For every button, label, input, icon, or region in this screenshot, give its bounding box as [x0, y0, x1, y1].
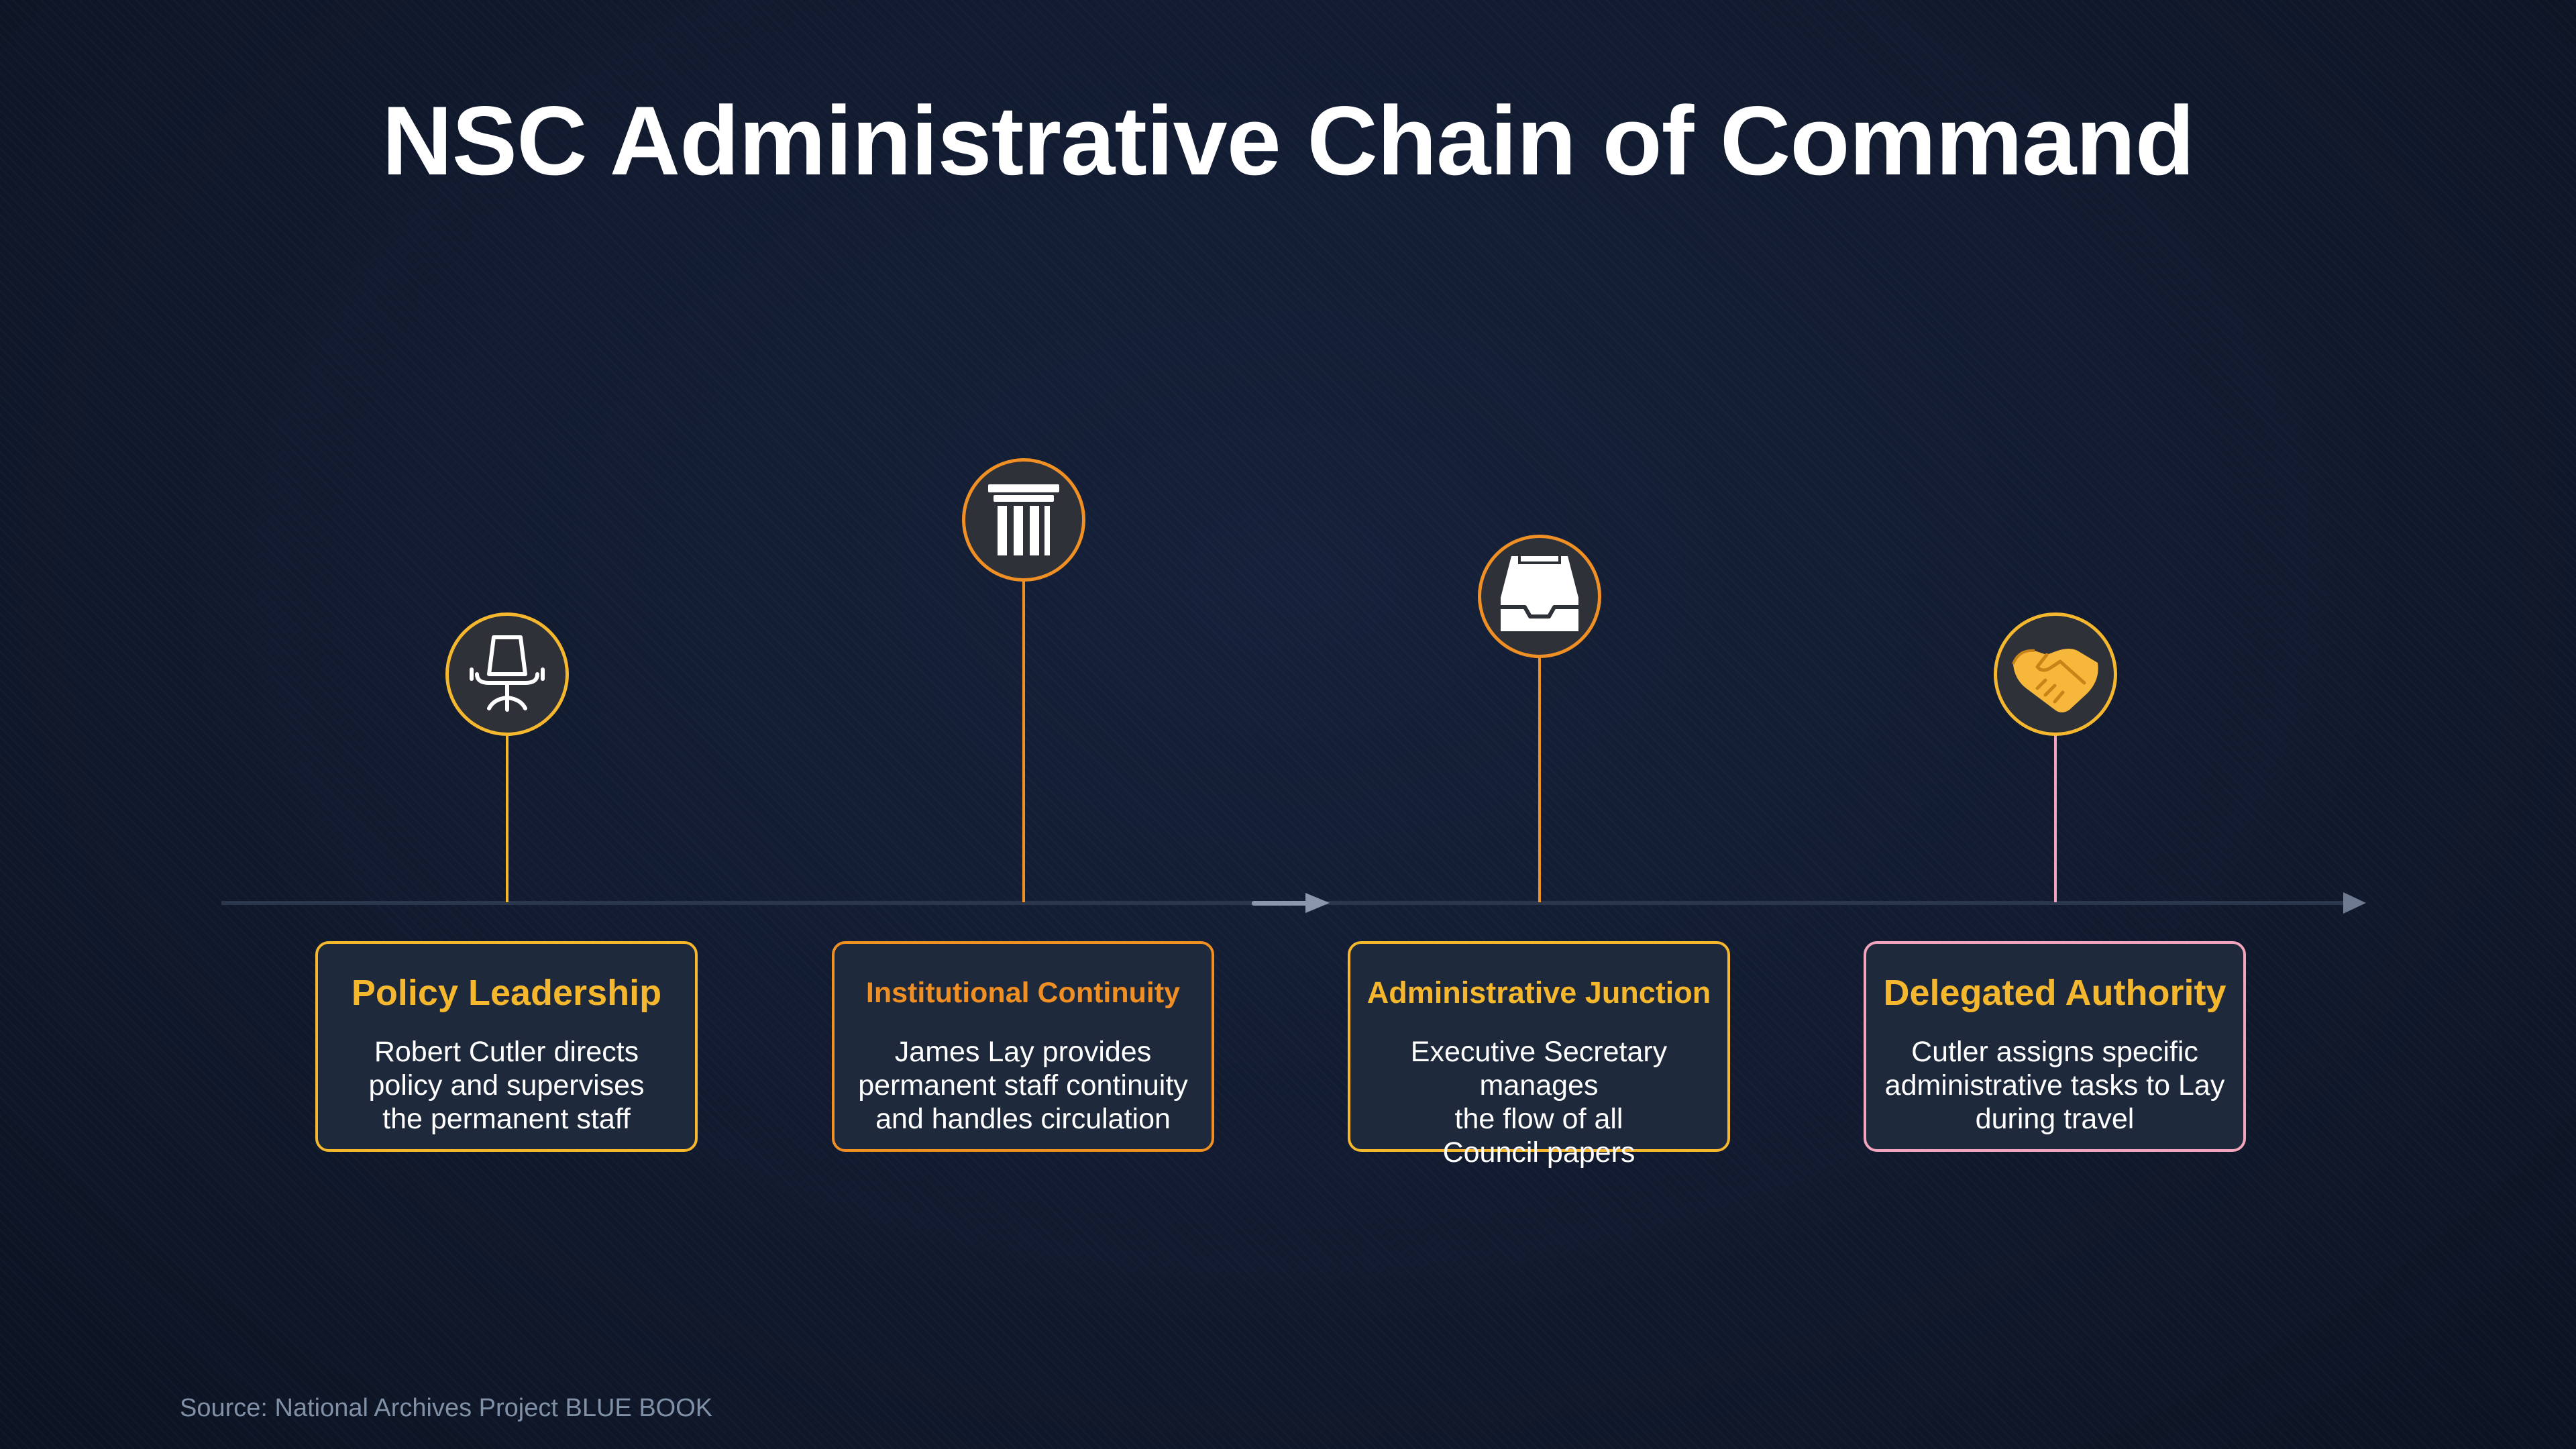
step-card-3: Administrative Junction Executive Secret… — [1348, 941, 1730, 1169]
step-title-1: Policy Leadership — [351, 973, 662, 1013]
page-title: NSC Administrative Chain of Command — [382, 86, 2194, 195]
step-title-2: Institutional Continuity — [865, 977, 1181, 1009]
flow-arrow-shaft — [1252, 901, 1308, 906]
step-description-3: Executive Secretary manages the flow of … — [1410, 1036, 1668, 1169]
source-caption: Source: National Archives Project BLUE B… — [180, 1394, 713, 1422]
step-title-4: Delegated Authority — [1883, 973, 2226, 1013]
office-chair-icon — [470, 635, 545, 712]
handshake-icon — [2012, 649, 2098, 712]
step-description-1: Robert Cutler directs policy and supervi… — [368, 1036, 645, 1135]
flow-arrowhead — [1305, 893, 1330, 913]
column-pillar-icon — [988, 484, 1059, 555]
step-badge-3 — [1478, 535, 1601, 658]
step-card-4: Delegated Authority Cutler assigns speci… — [1864, 941, 2246, 1152]
step-connector-4 — [2054, 735, 2057, 902]
step-description-4: Cutler assigns specific administrative t… — [1884, 1036, 2225, 1135]
step-badge-4 — [1994, 612, 2117, 736]
timeline-arrowhead — [2343, 892, 2366, 914]
step-connector-2 — [1022, 581, 1025, 902]
step-card-2: Institutional Continuity James Lay provi… — [832, 941, 1214, 1152]
step-badge-1 — [445, 612, 569, 736]
inbox-tray-icon — [1501, 556, 1578, 631]
step-connector-1 — [506, 735, 508, 902]
step-connector-3 — [1538, 657, 1541, 902]
step-card-1: Policy Leadership Robert Cutler directs … — [315, 941, 698, 1152]
step-badge-2 — [962, 458, 1085, 582]
step-title-3: Administrative Junction — [1366, 975, 1711, 1010]
step-description-2: James Lay provides permanent staff conti… — [858, 1036, 1188, 1135]
